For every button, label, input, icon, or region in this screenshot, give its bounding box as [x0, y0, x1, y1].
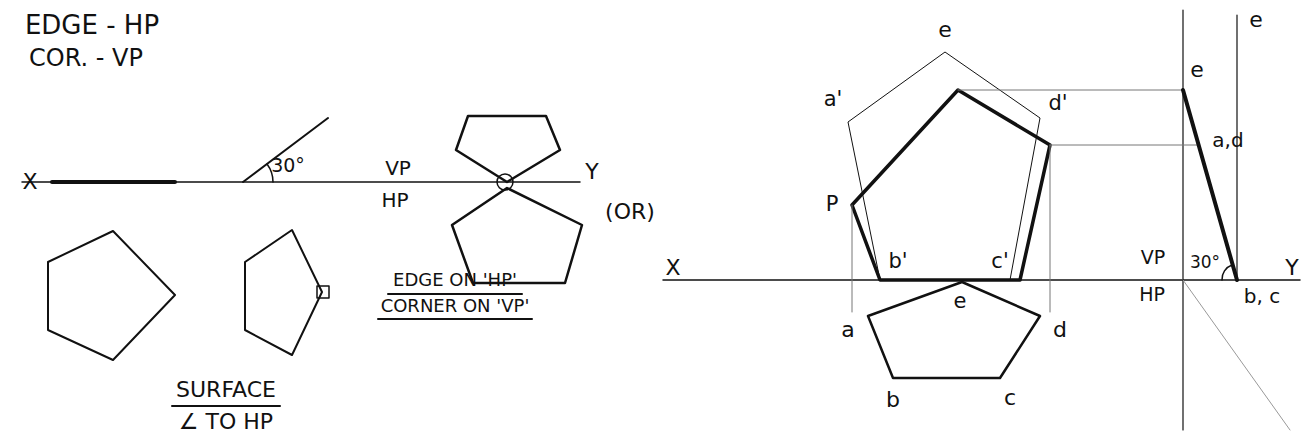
drawing-label: X: [22, 170, 37, 194]
projector: [1050, 145, 1051, 312]
drawing-label: b, c: [1244, 285, 1280, 307]
corner-mark: [497, 174, 513, 190]
reference-line: [1182, 10, 1183, 430]
drawing-label: c: [1004, 386, 1016, 410]
corner-mark: [317, 286, 329, 298]
drawing-label: e: [1249, 8, 1263, 32]
pentagon-front: [852, 90, 1050, 280]
pentagon-top: [868, 282, 1040, 378]
drawing-label: e: [938, 18, 952, 42]
projector: [1050, 145, 1199, 146]
pentagon-surface: [245, 230, 322, 355]
edge-view: [52, 180, 175, 184]
drawing-label: SURFACE: [176, 378, 276, 402]
projector: [852, 205, 853, 312]
drawing-label: EDGE ON 'HP': [393, 270, 517, 290]
drawing-label: VP: [1141, 247, 1165, 268]
drawing-label: Y: [585, 160, 598, 184]
drawing-label: EDGE - HP: [25, 11, 159, 40]
pentagon-front: [456, 116, 560, 182]
projector: [958, 90, 1183, 91]
drawing-label: ∠ TO HP: [179, 410, 273, 434]
drawing-label: (OR): [605, 200, 655, 224]
pentagon-construction: [848, 52, 1040, 280]
side-view: [1183, 90, 1237, 280]
drawing-label: c': [991, 250, 1008, 273]
drawing-label: 30°: [271, 155, 305, 176]
pentagon-surface: [48, 231, 175, 360]
underline: [388, 293, 522, 295]
drawing-label: HP: [1139, 284, 1165, 305]
inclined-view: [243, 118, 328, 182]
drawing-label: P: [826, 193, 839, 216]
drawing-label: a': [824, 88, 843, 111]
drawing-label: 30°: [1190, 253, 1220, 272]
drawing-label: VP: [385, 157, 411, 179]
underline: [172, 405, 280, 407]
underline: [378, 318, 532, 320]
pentagon-top: [452, 188, 582, 283]
mitre-line: [1183, 280, 1290, 430]
drawing-label: d': [1048, 92, 1067, 115]
drawing-label: X: [665, 256, 680, 280]
drawing-label: COR. - VP: [29, 45, 143, 71]
drawing-label: b': [888, 250, 907, 273]
drawing-label: HP: [381, 189, 408, 211]
angle-arc: [1222, 265, 1232, 280]
drawing-label: Y: [1285, 256, 1298, 280]
drawing-label: a,d: [1212, 129, 1243, 151]
drawing-label: CORNER ON 'VP': [381, 296, 530, 316]
drawing-label: d: [1053, 318, 1067, 342]
drawing-label: a: [841, 318, 854, 342]
drawing-label: e: [1190, 58, 1204, 82]
drawing-label: e: [954, 290, 967, 313]
drawing-label: b: [886, 388, 900, 412]
